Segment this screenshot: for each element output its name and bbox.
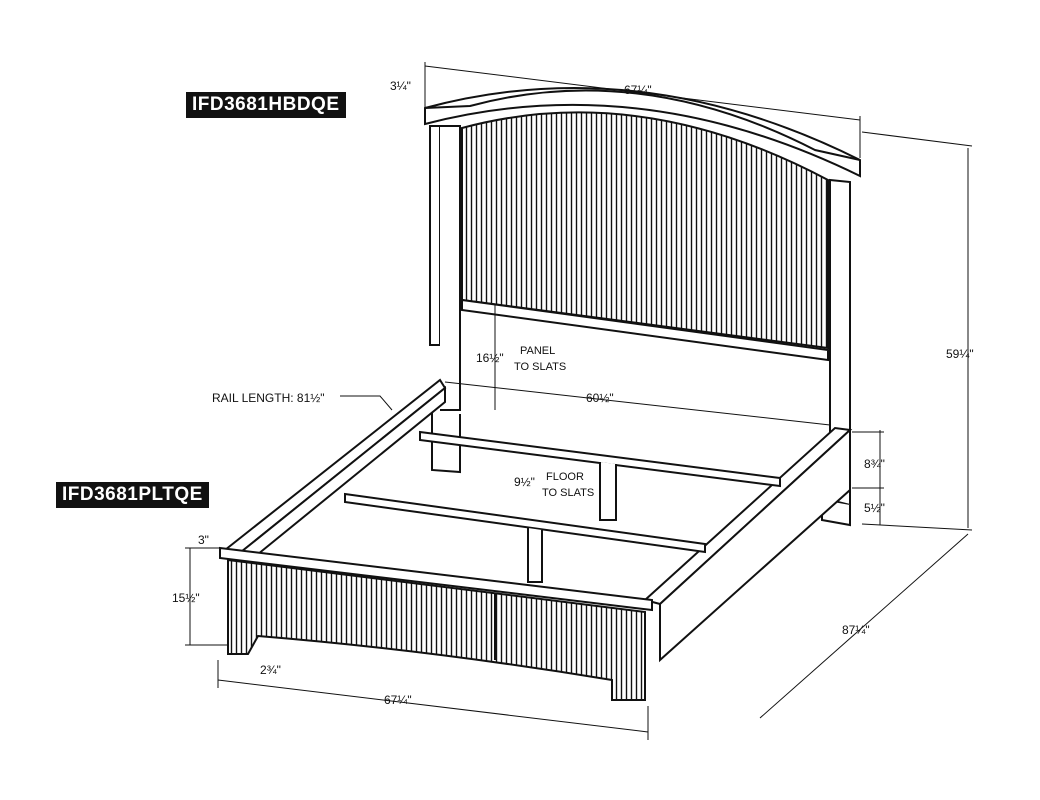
dim-hb-cap-height: 3¼" <box>390 79 411 93</box>
note-floor-to-slats-1: FLOOR <box>546 471 584 483</box>
headboard-model-label: IFD3681HBDQE <box>186 92 346 118</box>
dim-inner-width: 60½" <box>586 391 614 405</box>
dimension-lines <box>185 62 973 740</box>
dim-floor-to-slats: 9½" <box>514 475 535 489</box>
dim-fb-height: 15½" <box>172 591 200 605</box>
dim-overall-length: 87¼" <box>842 623 870 637</box>
platform-model-label: IFD3681PLTQE <box>56 482 209 508</box>
note-floor-to-slats-2: TO SLATS <box>542 487 595 499</box>
dim-fb-leg-width: 2¾" <box>260 663 281 677</box>
bed-frame <box>219 378 853 701</box>
note-panel-to-slats-1: PANEL <box>520 345 556 357</box>
note-panel-to-slats-2: TO SLATS <box>514 361 567 373</box>
headboard <box>424 87 861 527</box>
dim-side-rail-clearance: 5½" <box>864 501 885 515</box>
dim-rail-length: RAIL LENGTH: 81½" <box>212 391 325 405</box>
dim-panel-to-slats: 16½" <box>476 351 504 365</box>
dim-overall-height: 59¼" <box>946 347 974 361</box>
dim-side-rail-height: 8¾" <box>864 457 885 471</box>
dim-hb-width: 67¼" <box>624 83 652 97</box>
dim-fb-width: 67¼" <box>384 693 412 707</box>
dim-fb-cap-height: 3" <box>198 533 209 547</box>
